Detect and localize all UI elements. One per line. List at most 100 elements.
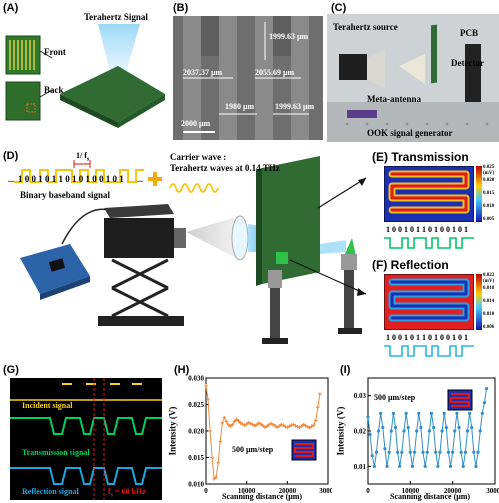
data-point [438, 450, 442, 454]
data-point [376, 429, 381, 433]
data-point [398, 464, 402, 468]
data-point [457, 425, 461, 430]
transmission-wave [384, 237, 474, 249]
data-point [287, 424, 292, 429]
x-axis-label: Scanning distance (μm) [390, 492, 471, 501]
data-point [261, 423, 265, 428]
data-point [463, 450, 467, 454]
data-point [400, 450, 404, 454]
colorbar-tick: 0.010 [483, 204, 495, 209]
panel-label: (A) [3, 2, 19, 14]
data-point [299, 424, 304, 429]
step-label: 500 μm/step [374, 393, 416, 402]
data-point [293, 423, 298, 428]
dimension-label: 2037.37 μm [183, 68, 223, 77]
x-tick-label: 0 [204, 487, 208, 495]
data-point [389, 429, 393, 433]
data-point [484, 387, 489, 391]
data-point [257, 421, 261, 425]
data-point [427, 429, 431, 433]
colorbar-tick: 0.010 [483, 312, 495, 317]
panel-label: (C) [331, 2, 347, 14]
data-point [277, 424, 281, 429]
data-point [432, 425, 436, 430]
incident-signal-label: Incident signal [22, 401, 73, 410]
baseband-wave [14, 169, 144, 183]
data-point [402, 429, 406, 433]
data-point [311, 423, 316, 427]
y-tick-label: 0.02 [354, 428, 367, 436]
data-point [406, 425, 410, 430]
data-point [248, 421, 253, 426]
meta-antenna-slab [60, 66, 165, 122]
panel-label: (G) [3, 364, 19, 376]
period-label: 1/ fs [76, 151, 90, 163]
data-point [472, 450, 476, 454]
transmission-heatmap [384, 166, 474, 222]
data-point [289, 423, 294, 427]
arrow-to-f [289, 259, 367, 295]
colorbar-tick: 0.006 [483, 325, 495, 330]
data-point [230, 422, 235, 427]
y-tick-label: 0.030 [188, 375, 204, 383]
data-point [478, 429, 482, 433]
y-tick-label: 0.01 [354, 463, 367, 471]
inset-path [450, 393, 470, 407]
data-point [442, 411, 446, 415]
data-point [474, 464, 478, 468]
data-point [482, 401, 487, 405]
step-label: 500 μm/step [232, 445, 274, 454]
sem-image [173, 16, 323, 140]
plot-frame [205, 377, 329, 485]
reflection-wave [384, 345, 474, 357]
reflection-title: Reflection [390, 258, 449, 272]
data-point [480, 411, 484, 415]
panel-e: (E) Transmission 0.025 (mV) 0.020 0.015 … [364, 148, 499, 256]
data-point [318, 392, 322, 396]
baseband-label: Binary baseband signal [20, 190, 111, 200]
back-pcb-image [5, 81, 41, 121]
oscilloscope-screen [10, 378, 162, 500]
panel-f-heading: (F) Reflection [372, 258, 449, 272]
data-point [222, 415, 227, 420]
terahertz-beam [98, 24, 140, 80]
data-point [214, 475, 218, 479]
data-point [412, 450, 417, 454]
data-point [250, 422, 255, 427]
data-point [314, 418, 318, 423]
data-point [226, 422, 231, 427]
data-point [206, 397, 210, 401]
panel-label: (I) [340, 364, 351, 376]
data-point [465, 429, 470, 433]
pcb-board [431, 24, 437, 84]
data-point [387, 450, 391, 454]
data-point [415, 429, 419, 433]
data-point [281, 423, 286, 427]
data-point [283, 424, 288, 429]
data-point [385, 464, 389, 468]
data-point [210, 455, 214, 460]
x-axis-label: Scanning distance (μm) [222, 492, 303, 501]
transmission-signal-label: Transmission signal [22, 448, 90, 457]
experiment-photo [327, 14, 499, 142]
x-tick-label: 10000 [238, 487, 256, 495]
reflection-heatmap [384, 274, 474, 330]
colorbar-tick: 0.018 [483, 286, 495, 291]
x-tick-label: 0 [366, 487, 370, 495]
colorbar-tick: 0.025 [483, 165, 495, 170]
data-point [370, 454, 374, 458]
meta-antenna-panel [262, 156, 320, 284]
data-point [253, 423, 257, 428]
lens-cone [186, 216, 240, 260]
data-point [468, 411, 472, 415]
data-point [421, 450, 425, 454]
data-point [444, 425, 448, 430]
transmission-colorbar [476, 166, 482, 222]
data-point [368, 432, 372, 437]
ook-board [347, 110, 377, 118]
panel-label: (E) [372, 150, 388, 164]
data-point [220, 421, 225, 425]
y-tick-label: 0.025 [188, 401, 204, 409]
data-point [396, 450, 400, 454]
